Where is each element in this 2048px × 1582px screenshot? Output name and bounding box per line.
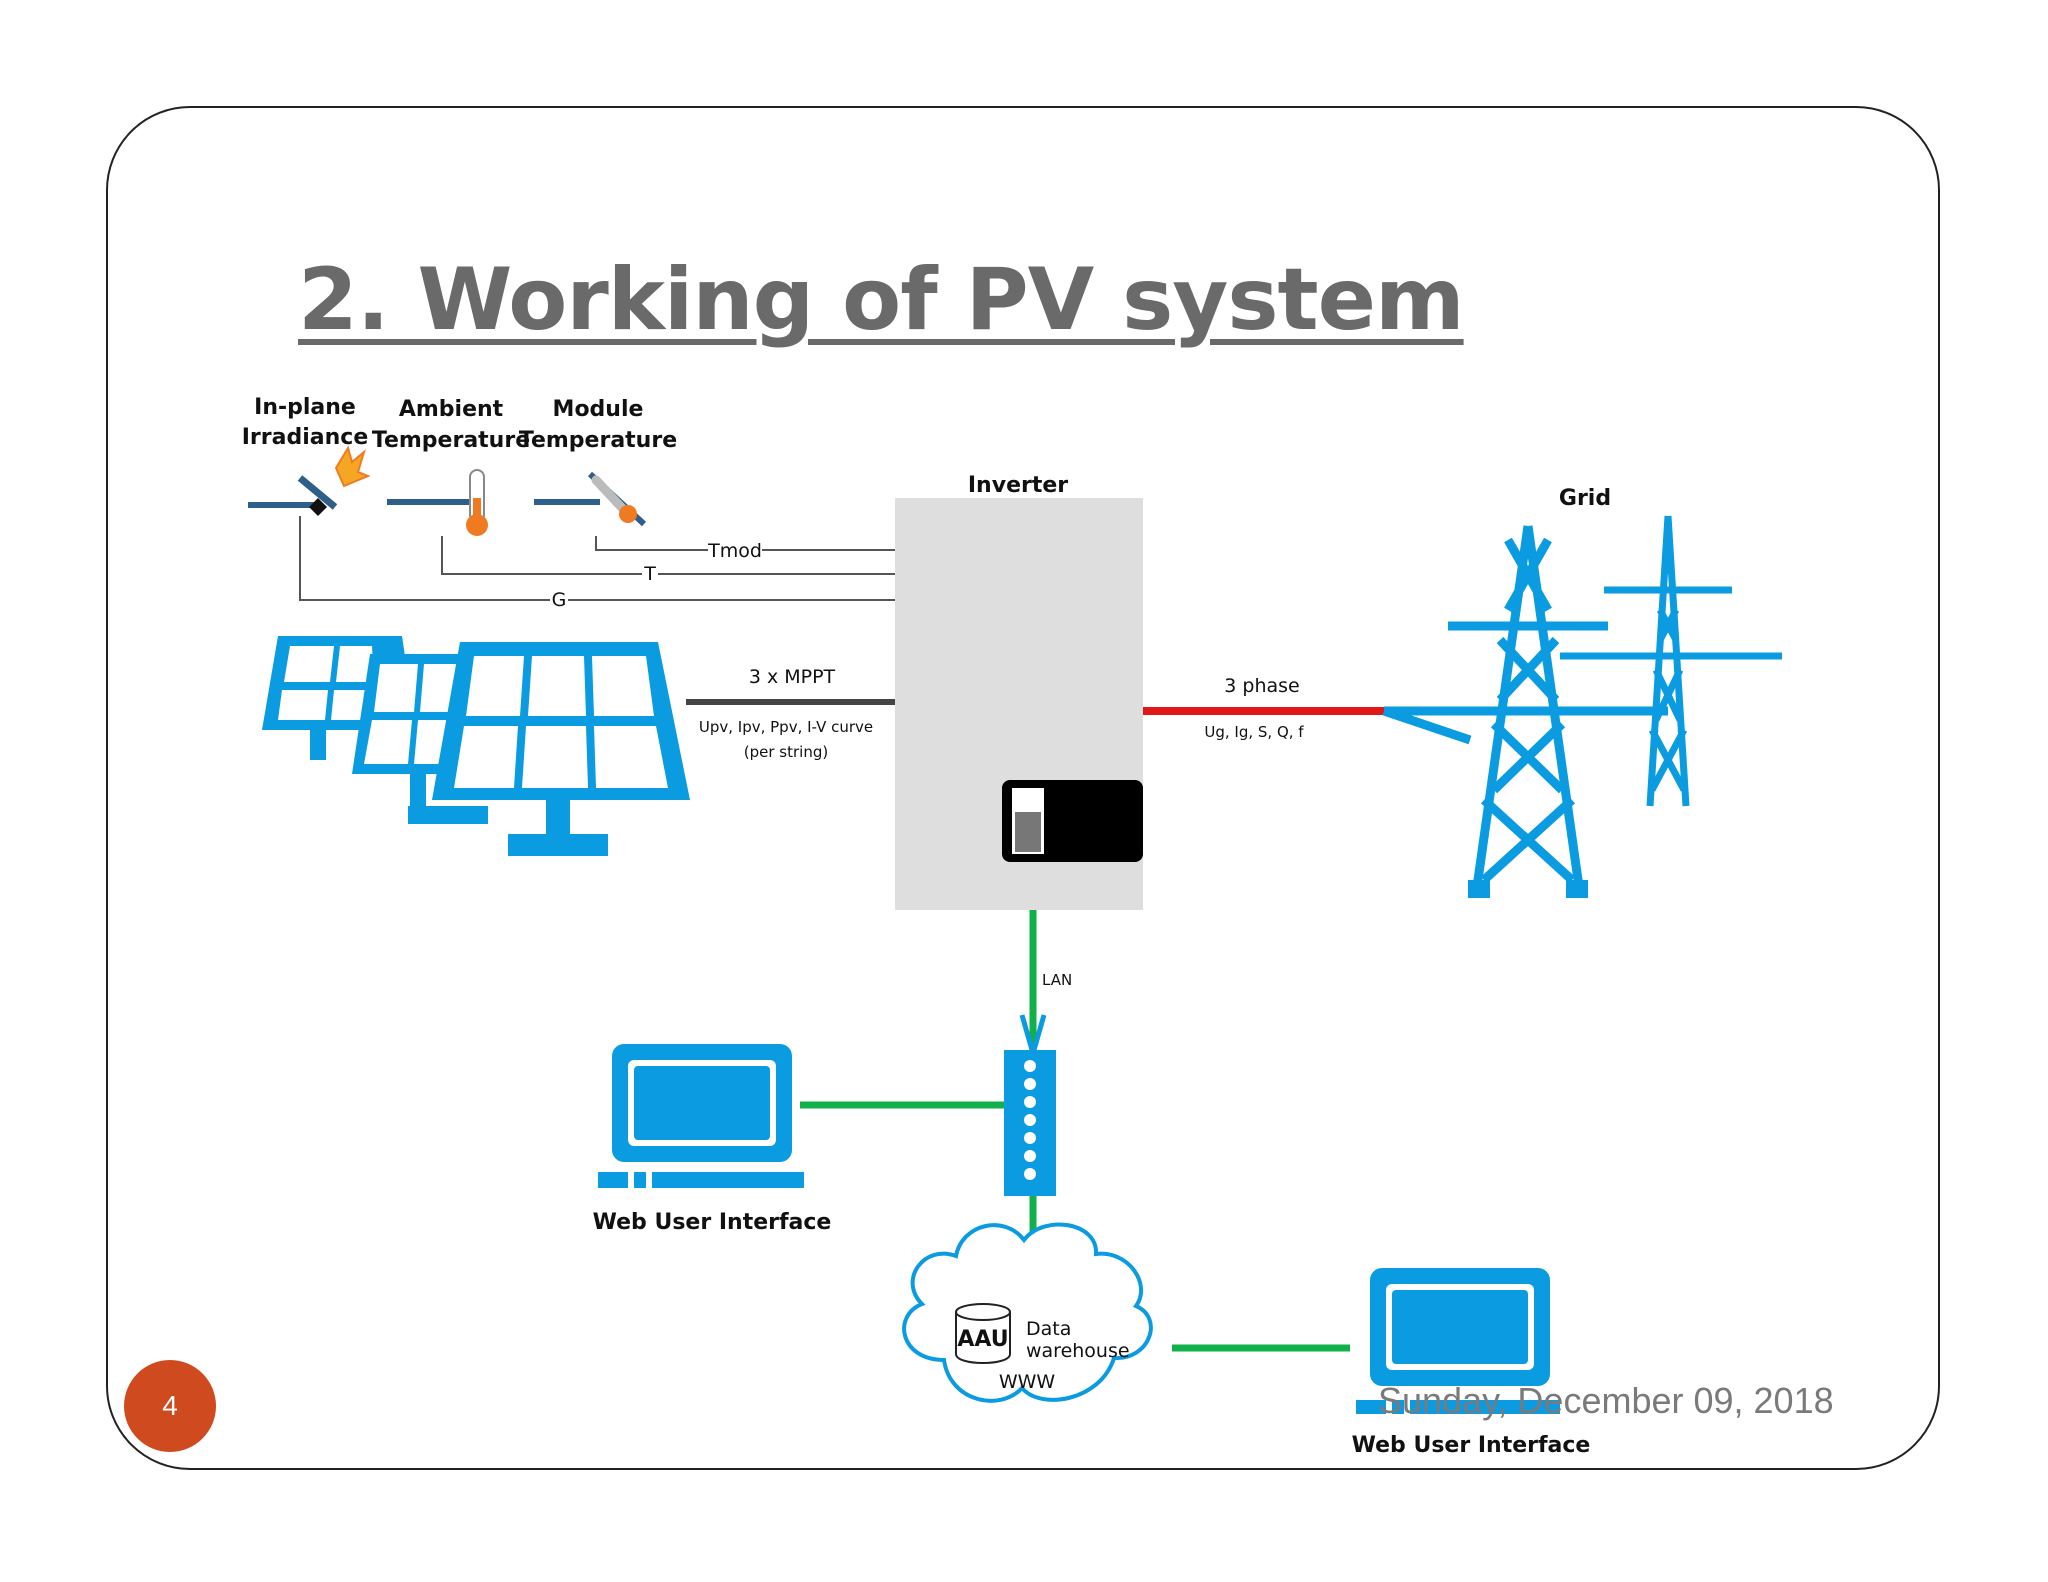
web-ui-local-label: Web User Interface [593, 1210, 832, 1235]
computer-icon-remote [1356, 1268, 1560, 1414]
ambient-temp-label-line2: Temperature [372, 428, 530, 453]
mppt-label: 3 x MPPT [749, 666, 836, 688]
www-label: WWW [999, 1371, 1056, 1393]
computer-icon-local [598, 1044, 804, 1188]
t-label: T [643, 563, 656, 585]
ac-detail-label: Ug, Ig, S, Q, f [1204, 723, 1304, 741]
dc-detail-line2: (per string) [744, 743, 828, 761]
aau-label: AAU [957, 1327, 1008, 1352]
irradiance-label-line1: In-plane [254, 395, 356, 420]
web-ui-remote-label: Web User Interface [1352, 1433, 1591, 1458]
lan-label: LAN [1042, 971, 1072, 989]
thermometer-icon [387, 469, 488, 536]
sensor-wires [299, 516, 895, 601]
network-switch-icon [1004, 1014, 1056, 1196]
grid-label: Grid [1559, 486, 1611, 511]
ambient-temp-label-line1: Ambient [399, 397, 504, 422]
g-label: G [552, 589, 567, 611]
page-number-badge: 4 [124, 1360, 216, 1452]
tmod-label: Tmod [707, 540, 762, 562]
inverter-box [895, 498, 1143, 910]
module-temp-label-line2: Temperature [519, 428, 677, 453]
inverter-label: Inverter [968, 473, 1068, 498]
ac-phase-label: 3 phase [1224, 675, 1299, 697]
solar-panel-icon [262, 636, 690, 856]
slide-date: Sunday, December 09, 2018 [1378, 1380, 1834, 1421]
irradiance-label-line2: Irradiance [242, 425, 369, 450]
module-thermometer-icon [534, 471, 647, 527]
data-warehouse-line2: warehouse [1026, 1340, 1130, 1362]
slide-title: 2. Working of PV system [298, 250, 1465, 350]
transmission-tower-icon [1382, 515, 1782, 898]
module-temp-label-line1: Module [553, 397, 644, 422]
dc-detail-line1: Upv, Ipv, Ppv, I-V curve [699, 718, 873, 736]
data-warehouse-line1: Data [1026, 1318, 1071, 1340]
database-icon [955, 1303, 1011, 1364]
slide-frame [106, 106, 1940, 1470]
irradiance-sensor-icon [248, 445, 371, 516]
